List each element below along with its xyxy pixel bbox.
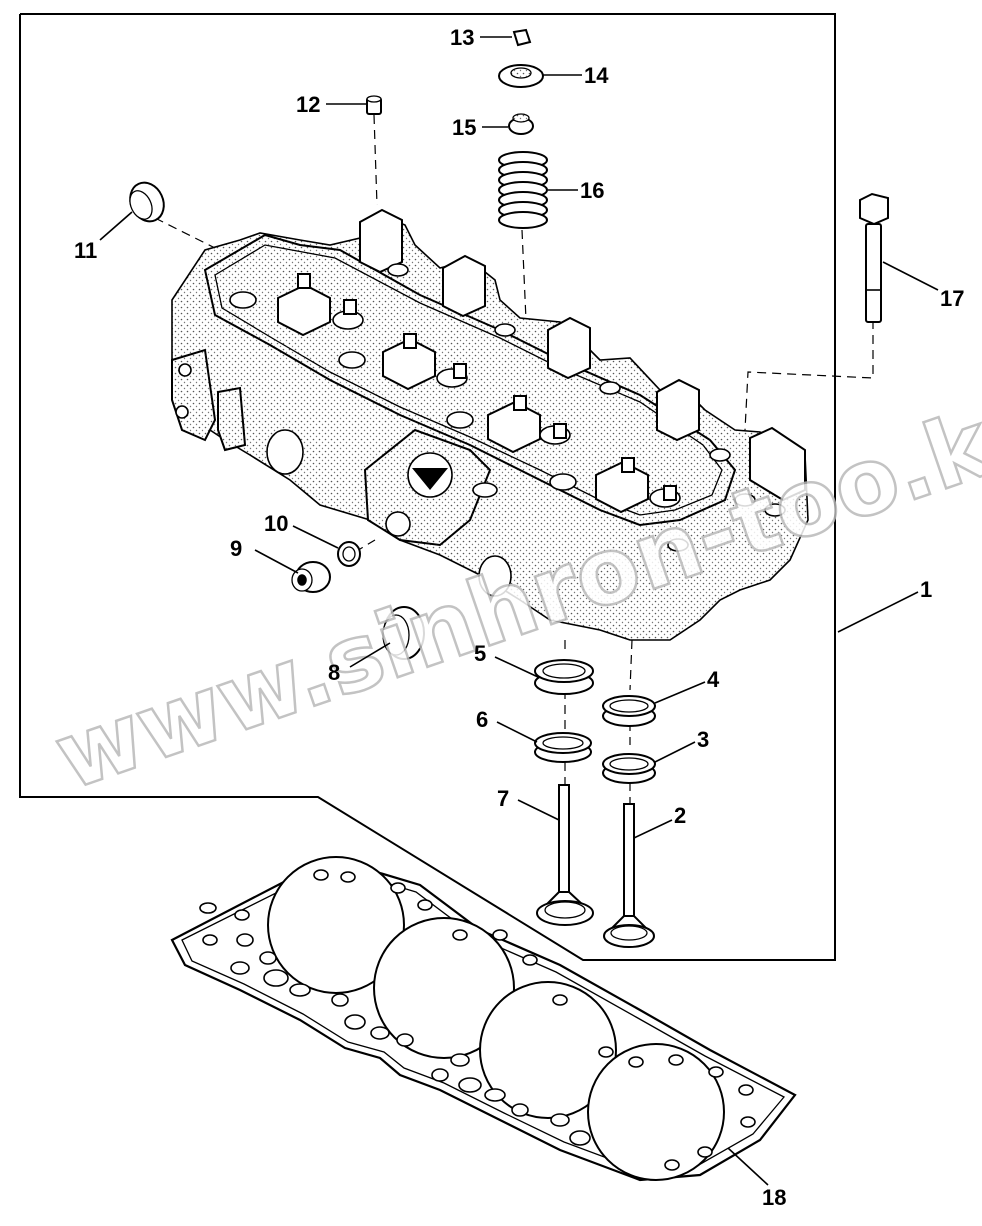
callout-3: 3 [697, 727, 709, 752]
callout-6: 6 [476, 707, 488, 732]
callout-5: 5 [474, 641, 486, 666]
dowel-pin [366, 95, 382, 115]
washer [337, 541, 361, 567]
callout-2: 2 [674, 803, 686, 828]
cup-plug-rear [129, 181, 165, 223]
callout-18: 18 [762, 1185, 786, 1210]
callout-16: 16 [580, 178, 604, 203]
cylinder-head [171, 208, 809, 641]
valve-seat-insert-intake [534, 659, 594, 695]
callout-15: 15 [452, 115, 476, 140]
plug [291, 561, 331, 593]
callout-10: 10 [264, 511, 288, 536]
exhaust-valve [603, 803, 655, 948]
callout-7: 7 [497, 786, 509, 811]
valve-seal-ring-exhaust [602, 753, 656, 784]
head-bolt [859, 192, 889, 323]
callout-14: 14 [584, 63, 609, 88]
callout-11: 11 [74, 238, 97, 263]
callout-17: 17 [940, 286, 964, 311]
assembly-frame [19, 13, 836, 961]
valve-cotter [512, 28, 532, 47]
cup-plug-side [382, 606, 425, 660]
callouts: 1 2 3 4 5 6 7 8 9 10 11 12 13 [74, 25, 964, 1210]
spring-retainer [498, 64, 544, 88]
valve-spring [498, 151, 548, 229]
valve-seal-ring-intake [534, 732, 592, 763]
callout-12: 12 [296, 92, 320, 117]
callout-1: 1 [920, 577, 932, 602]
intake-valve [536, 784, 594, 926]
head-gasket [170, 856, 797, 1182]
callout-9: 9 [230, 536, 242, 561]
callout-8: 8 [328, 660, 340, 685]
callout-4: 4 [707, 667, 720, 692]
valve-stem-seal [508, 113, 534, 135]
callout-13: 13 [450, 25, 474, 50]
valve-seat-insert-exhaust [602, 695, 656, 727]
